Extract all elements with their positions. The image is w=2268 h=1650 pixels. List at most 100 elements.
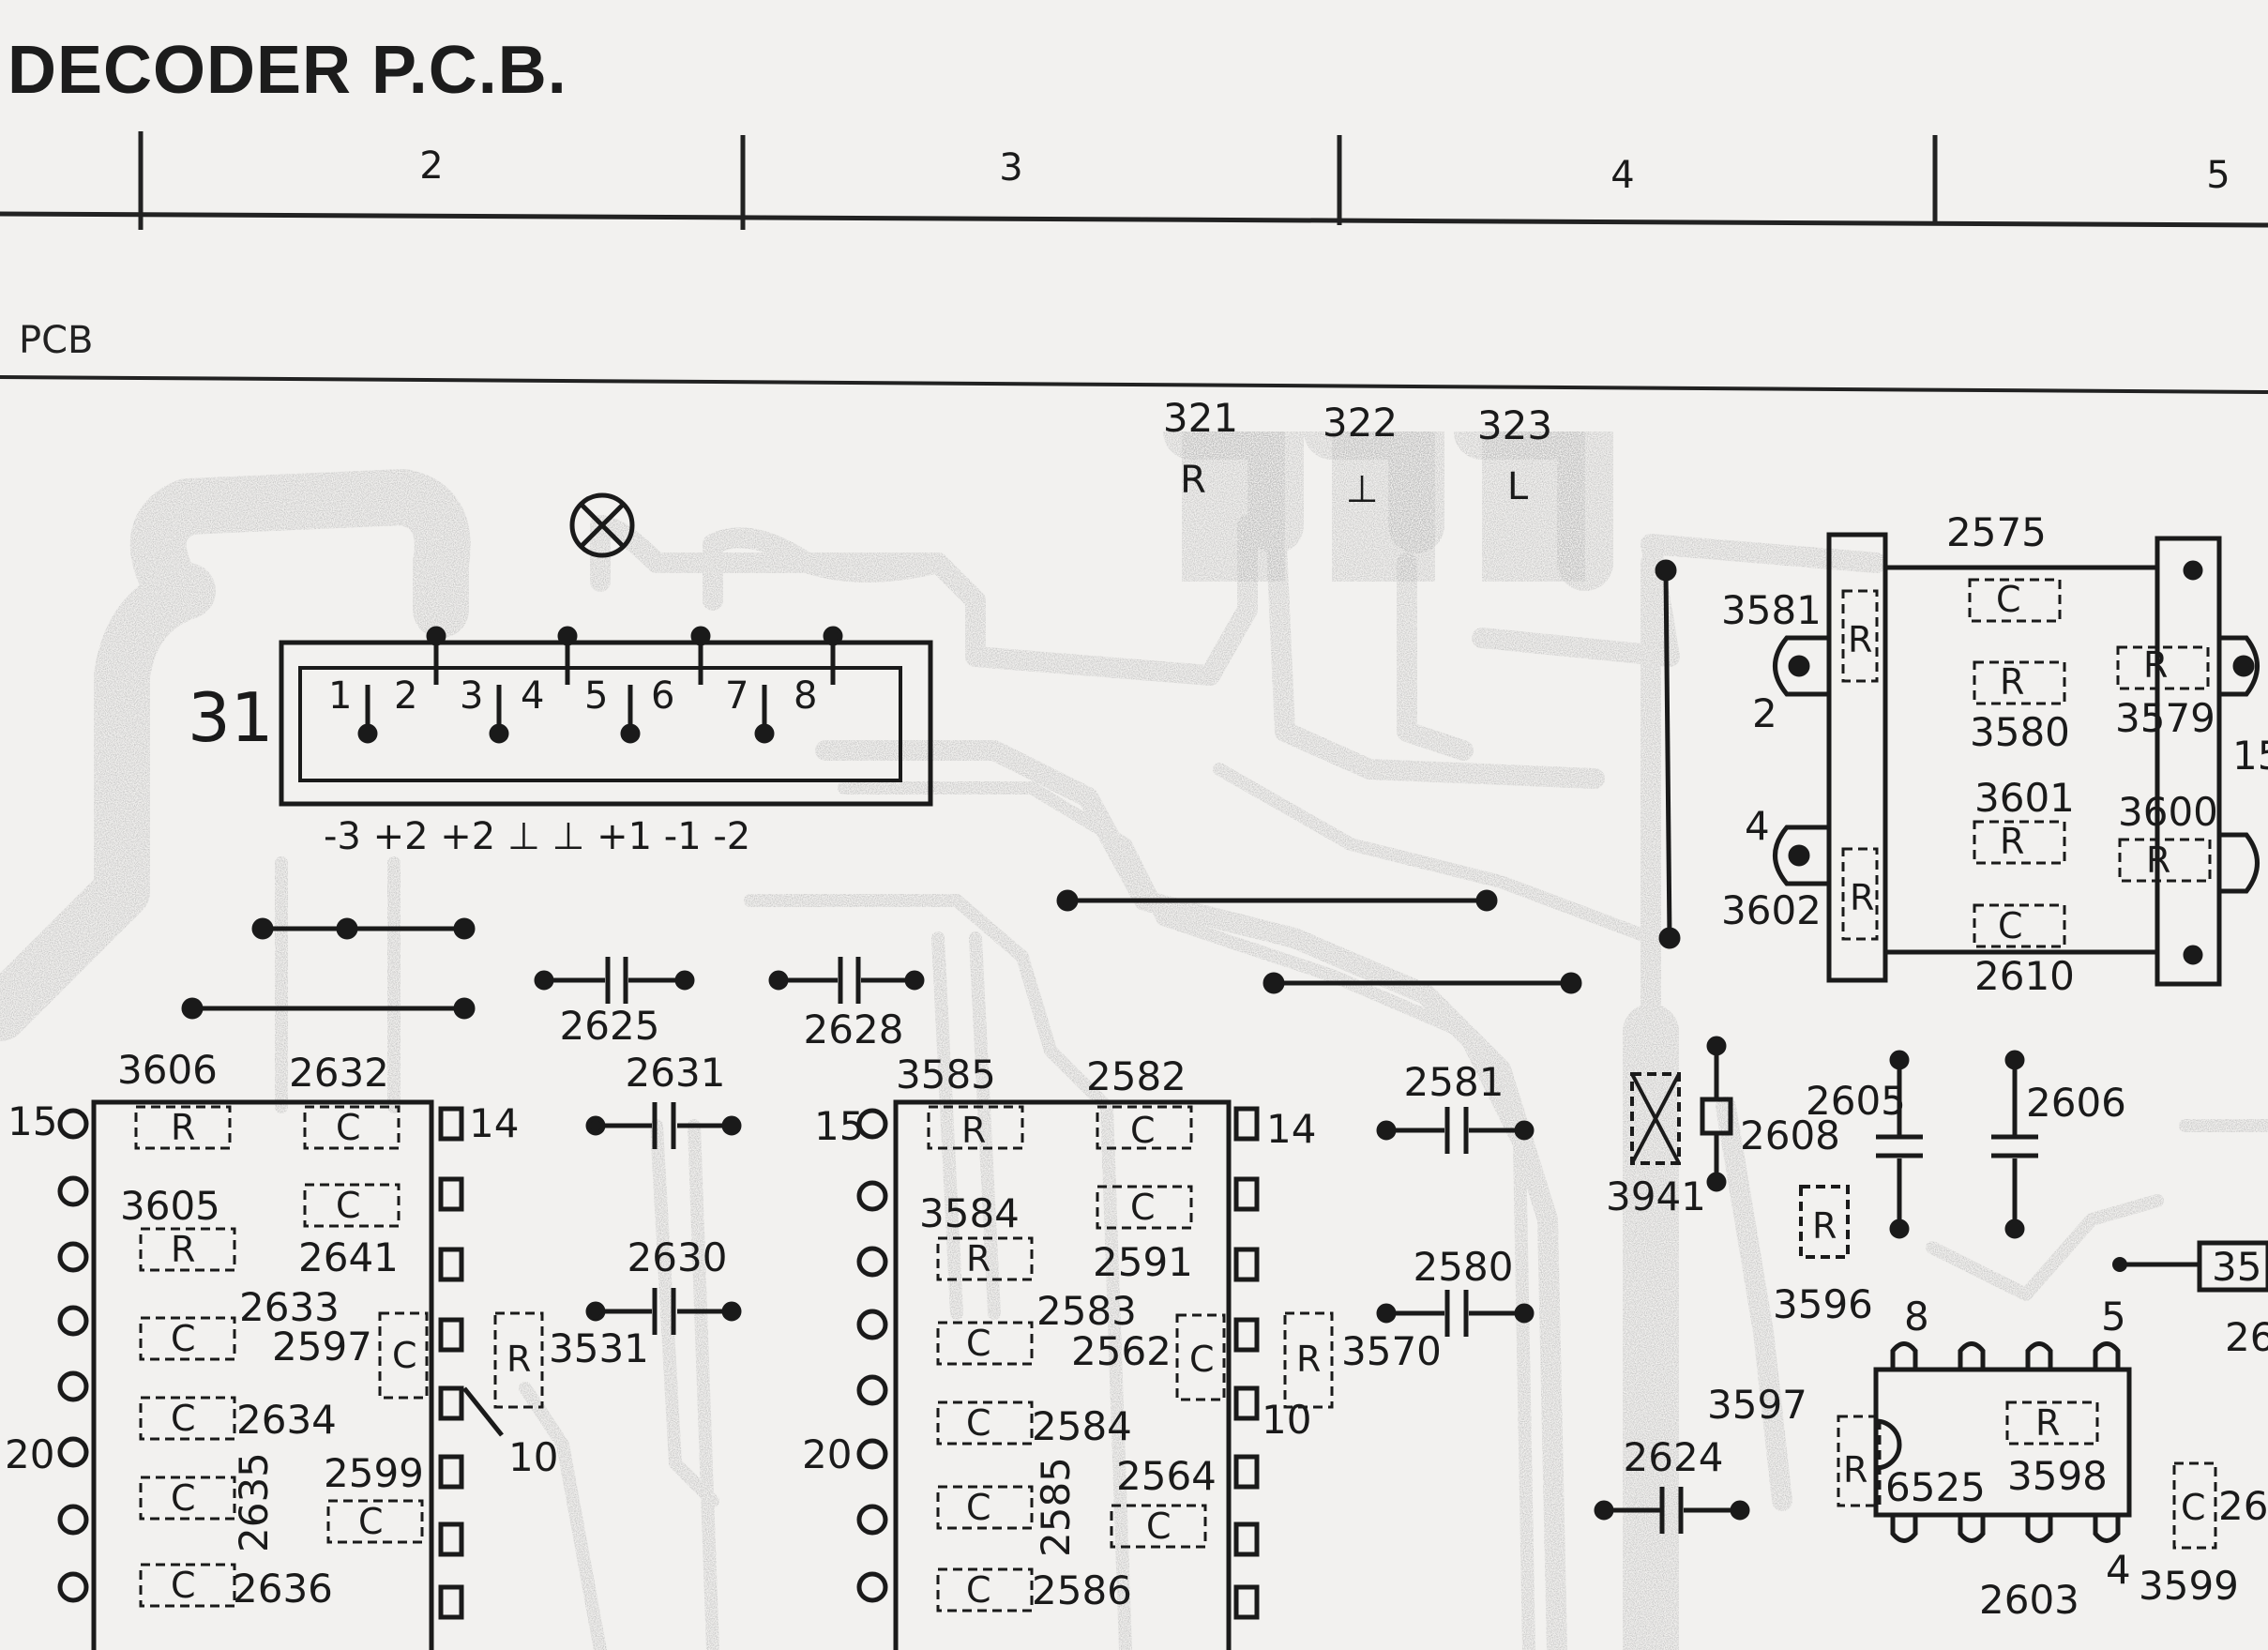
ic-left-part-2597: 2597	[272, 1324, 372, 1370]
resistor-3596: R 3596	[1773, 1185, 1873, 1327]
capacitor-2605: 2605	[1806, 1050, 1923, 1239]
capacitor-2583-symbol: C	[966, 1323, 991, 1364]
right-block-labels: 2575 C 3581 R 2 R 3580 R 3579 15 3601 R …	[1721, 509, 2268, 999]
capacitor-2575-label: 2575	[1946, 509, 2047, 555]
connector-323: 323 L	[1477, 402, 1552, 508]
capacitor-2591-symbol: C	[1130, 1187, 1156, 1228]
capacitor-2582-symbol: C	[1130, 1110, 1156, 1151]
ic-mid-part-3570: 3570	[1341, 1328, 1442, 1374]
connector-31-id: 31	[188, 678, 274, 757]
ic-6525: 8 5 6525 R 3598 R 3597 4 2603 3599 C 26 …	[1707, 1240, 2268, 1623]
resistor-3579-label: 3579	[2115, 695, 2215, 741]
resistor-3596-label: 3596	[1773, 1281, 1873, 1327]
capacitor-2597-symbol: C	[392, 1335, 417, 1376]
resistor-3580-label: 3580	[1970, 709, 2070, 755]
connector-31-pin-1: 1	[328, 674, 352, 718]
ic-mid-part-2586: 2586	[1032, 1567, 1132, 1613]
resistor-3598-symbol: R	[2035, 1402, 2060, 1444]
resistor-3601-symbol: R	[2000, 821, 2024, 862]
ruler-label-3: 3	[999, 146, 1022, 189]
ic-mid-pin-14: 14	[1266, 1106, 1316, 1152]
ic-mid-part-2582: 2582	[1086, 1053, 1187, 1099]
ic-left-part-2636: 2636	[233, 1566, 333, 1612]
resistor-3602-label: 3602	[1721, 887, 1822, 933]
capacitor-2581-label: 2581	[1404, 1059, 1504, 1105]
ic-left-part-2633: 2633	[239, 1284, 340, 1330]
capacitor-2631-label: 2631	[626, 1050, 726, 1096]
connector-pads	[1182, 431, 1585, 582]
resistor-3605-symbol: R	[171, 1229, 195, 1270]
capacitor-2580: 2580	[1376, 1244, 1535, 1337]
capacitor-2581: 2581	[1376, 1059, 1535, 1154]
capacitor-2634-symbol: C	[171, 1398, 196, 1439]
capacitor-2608-label: 2608	[1740, 1113, 1840, 1158]
ic-left: 3606 R 2632 C 15 14 3605 C R 2641 2633 C…	[5, 1047, 649, 1650]
ruler-label-4: 4	[1610, 154, 1634, 197]
resistor-3600-label: 3600	[2118, 789, 2218, 835]
resistor-3596-symbol: R	[1812, 1205, 1837, 1247]
resistor-3597-symbol: R	[1843, 1449, 1867, 1491]
capacitor-2564-symbol: C	[1146, 1506, 1172, 1547]
capacitor-2625-label: 2625	[560, 1003, 660, 1049]
connector-31-pin-7: 7	[725, 674, 748, 718]
connector-322-number: 322	[1323, 400, 1398, 446]
right-block-partial-15: 15	[2232, 733, 2268, 779]
connector-323-number: 323	[1477, 402, 1552, 448]
resistor-3581-symbol: R	[1848, 619, 1872, 660]
resistor-3580-symbol: R	[2000, 661, 2024, 703]
connector-31-pin-3: 3	[460, 674, 483, 718]
resistor-3570-symbol: R	[1296, 1339, 1321, 1380]
connector-31-pin-8: 8	[794, 674, 817, 718]
ic-mid-part-2585: 2585	[1033, 1457, 1079, 1557]
right-block-pin-2: 2	[1752, 690, 1777, 736]
ic-mid-part-2564: 2564	[1116, 1453, 1217, 1499]
resistor-3585-symbol: R	[961, 1110, 986, 1151]
capacitor-2625: 2625	[534, 957, 695, 1049]
capacitor-2632-symbol: C	[336, 1107, 361, 1148]
ic-left-part-2635: 2635	[231, 1452, 277, 1552]
ic-mid-part-2591: 2591	[1093, 1239, 1193, 1285]
resistor-3600-symbol: R	[2146, 840, 2170, 881]
resistor-3602-symbol: R	[1850, 877, 1874, 918]
capacitor-2603-label: 2603	[1979, 1577, 2079, 1623]
ic-left-part-3606: 3606	[117, 1047, 218, 1093]
capacitor-2585-symbol: C	[966, 1487, 991, 1528]
ic-mid-pin-10: 10	[1262, 1397, 1311, 1443]
resistor-3581-label: 3581	[1721, 587, 1822, 633]
capacitor-2606-label: 2606	[2026, 1080, 2126, 1126]
capacitor-2628: 2628	[768, 957, 925, 1052]
connector-321-signal: R	[1180, 459, 1206, 502]
edge-partial-26b: 26	[2218, 1483, 2268, 1529]
capacitor-2633-symbol: C	[171, 1318, 196, 1359]
ic-mid-part-3585: 3585	[896, 1052, 996, 1097]
ic-left-part-3531: 3531	[549, 1325, 649, 1371]
ic-6525-pin-8: 8	[1904, 1294, 1929, 1340]
wire-jumpers	[181, 559, 1681, 1020]
lamp-icon	[569, 492, 635, 558]
capacitor-2610-label: 2610	[1974, 953, 2075, 999]
capacitor-2608: 2608	[1700, 1036, 1840, 1192]
right-component-block	[1773, 532, 2260, 987]
ic-left-part-3605: 3605	[120, 1183, 220, 1229]
connector-31-pin-4: 4	[521, 674, 544, 718]
resistor-3531-symbol: R	[507, 1339, 531, 1380]
resistor-3579-symbol: R	[2143, 644, 2168, 686]
ic-left-pin-14: 14	[469, 1100, 519, 1146]
capacitor-2606: 2606	[1991, 1050, 2126, 1239]
ic-left-part-2634: 2634	[236, 1397, 337, 1443]
capacitor-2635-symbol: C	[358, 1501, 384, 1542]
capacitor-edge-symbol: C	[2181, 1487, 2206, 1528]
connector-321: 321 R	[1163, 395, 1238, 502]
ic-left-part-2641: 2641	[298, 1234, 399, 1280]
connector-322-signal: ⊥	[1346, 468, 1379, 511]
ruler-label-2: 2	[419, 144, 443, 188]
ic-mid: 3585 R 2582 C 15 14 3584 C R 2591 2583 C…	[802, 1052, 1442, 1650]
ruler-label-5: 5	[2206, 154, 2230, 197]
ic-left-part-2632: 2632	[289, 1050, 389, 1096]
ic-mid-pin-15: 15	[814, 1103, 864, 1149]
capacitor-2630: 2630	[585, 1234, 742, 1335]
capacitor-2605-label: 2605	[1806, 1078, 1906, 1124]
capacitor-2624-label: 2624	[1624, 1434, 1724, 1480]
